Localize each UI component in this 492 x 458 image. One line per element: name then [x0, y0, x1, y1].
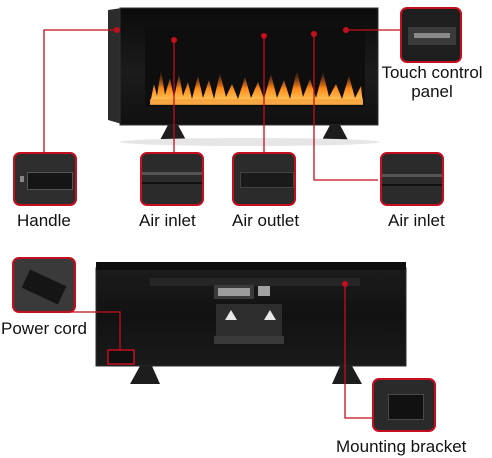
mounting-bracket-label: Mounting bracket	[336, 437, 467, 456]
touch-control-panel-label-line1: Touch control	[381, 63, 483, 82]
flame-display	[150, 70, 363, 105]
touch-control-panel-thumbnail	[400, 7, 462, 63]
air-inlet-right-label: Air inlet	[388, 211, 445, 230]
callout-dots	[114, 27, 349, 287]
touch-control-panel-label: Touch control panel	[372, 63, 492, 101]
fireplace-front-view	[108, 7, 380, 146]
power-cord-thumbnail	[12, 257, 76, 313]
air-outlet-label: Air outlet	[232, 211, 300, 230]
air-inlet-right-thumbnail	[380, 152, 444, 206]
power-cord-label: Power cord	[1, 319, 87, 338]
handle-thumbnail	[13, 152, 77, 206]
touch-control-panel-label-line2: panel	[411, 82, 453, 101]
air-outlet-thumbnail	[232, 152, 296, 206]
air-inlet-left-label: Air inlet	[139, 211, 196, 230]
fireplace-back-view	[95, 262, 407, 384]
air-inlet-left-thumbnail	[140, 152, 204, 206]
mounting-bracket-thumbnail	[372, 378, 436, 432]
handle-label: Handle	[17, 211, 71, 230]
